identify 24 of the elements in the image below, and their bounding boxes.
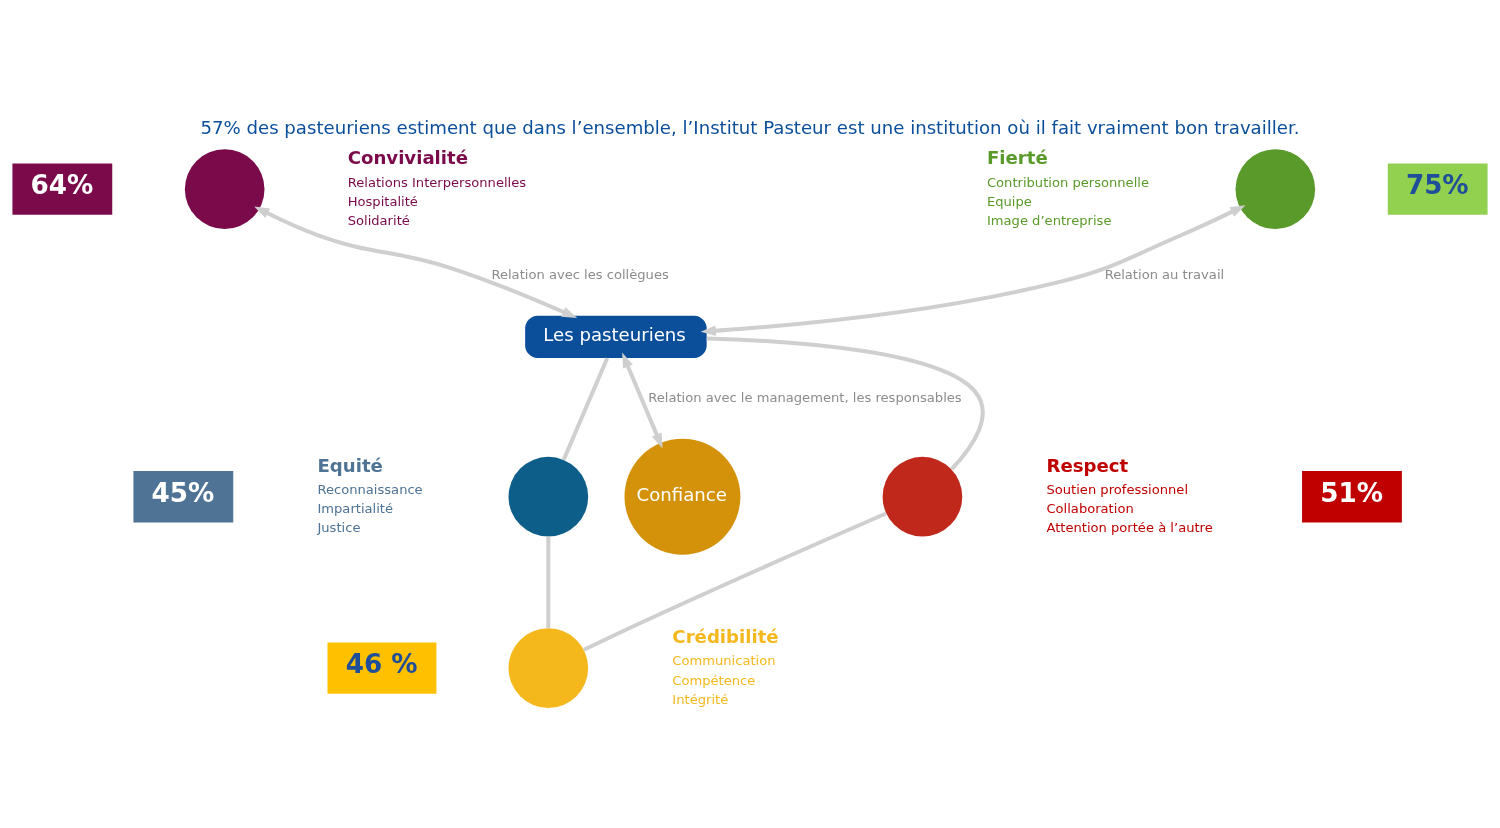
node-label: Crédibilité	[672, 625, 779, 647]
node-label: Hospitalité	[347, 193, 418, 209]
node-label: Reconnaissance	[317, 481, 423, 497]
edge-label: Relation au travail	[1104, 266, 1225, 282]
node-label: Convivialité	[347, 146, 469, 168]
node-label: Image d’entreprise	[986, 212, 1112, 228]
diagram-title: 57% des pasteuriens estiment que dans l’ensemble, l’Institut Pasteur est une institution où il fait vraiment bon travailler.	[200, 116, 1300, 138]
node-label: Intégrité	[672, 691, 729, 707]
node-label: Justice	[317, 519, 361, 535]
node-label: Equité	[317, 454, 383, 476]
node-label: Soutien professionnel	[1046, 481, 1189, 497]
node-label: Compétence	[672, 672, 756, 688]
edge-label: Relation avec le management, les responsables	[648, 389, 962, 405]
node-label: Fierté	[986, 146, 1048, 168]
node-label: Equipe	[986, 193, 1032, 209]
node-label: Attention portée à l’autre	[1046, 519, 1213, 535]
node-label: Contribution personnelle	[986, 174, 1149, 190]
node-label: Solidarité	[347, 212, 410, 228]
node-label: Communication	[672, 652, 776, 668]
node-label: Collaboration	[1046, 500, 1134, 516]
node-label: Relations Interpersonnelles	[347, 174, 527, 190]
edge-label: Relation avec les collègues	[491, 266, 669, 282]
node-label: Impartialité	[317, 500, 394, 516]
node-label: Respect	[1046, 454, 1129, 476]
